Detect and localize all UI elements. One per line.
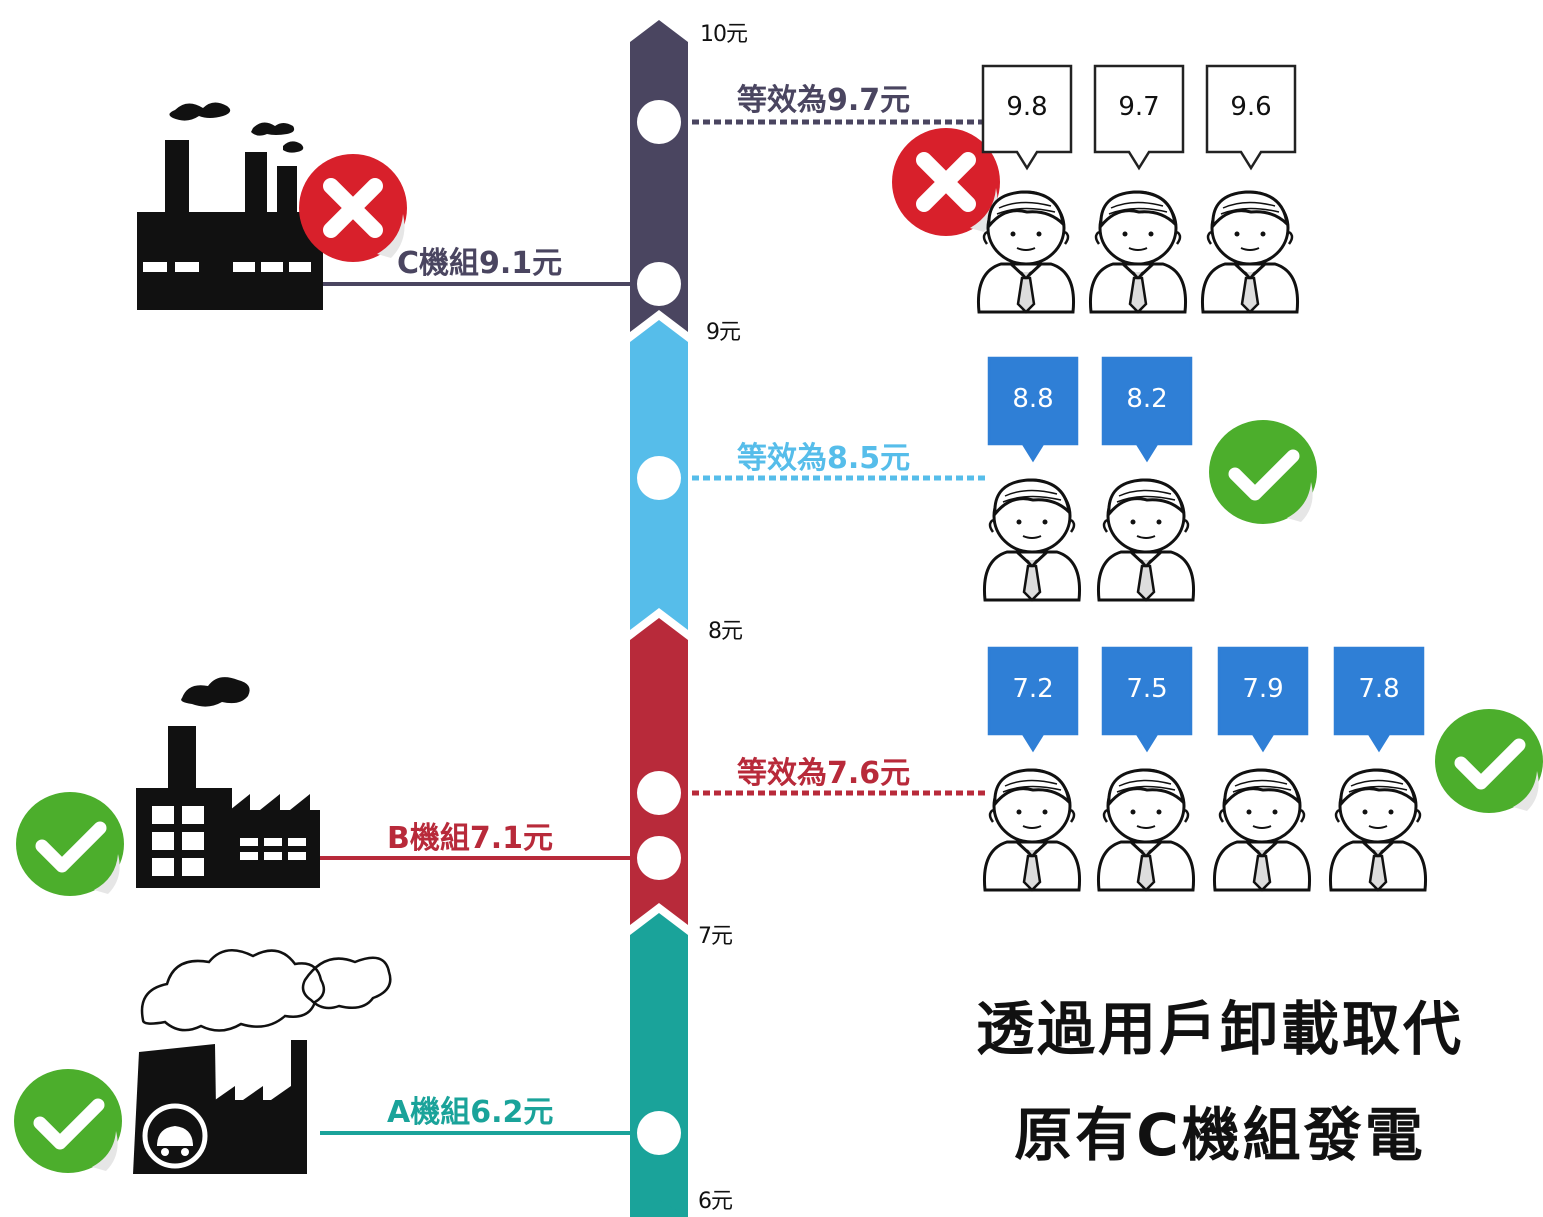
stop-circle (637, 1111, 681, 1155)
eq-mid-label: 等效為8.5元 (737, 441, 911, 476)
bid-value: 7.2 (1012, 674, 1054, 704)
headline-line-2: 原有C機組發電 (1014, 1101, 1426, 1169)
businessman-icon (1091, 760, 1201, 896)
eq-low-label: 等效為7.6元 (737, 756, 911, 791)
factory-icon (137, 102, 323, 310)
bid-bubble: 7.5 (1101, 646, 1193, 754)
businessman-icon (977, 760, 1087, 896)
bid-bubble: 7.8 (1333, 646, 1425, 754)
bid-bubble: 9.7 (1093, 64, 1185, 172)
businessman-icon (1083, 182, 1193, 318)
tick-9: 9元 (706, 320, 741, 345)
eq-top-label: 等效為9.7元 (737, 83, 911, 118)
bid-value: 7.8 (1358, 674, 1400, 704)
businessman-icon (1091, 470, 1201, 606)
bid-value: 8.2 (1126, 384, 1168, 414)
bid-value: 9.7 (1118, 92, 1160, 122)
green-check-sticker-icon (14, 1069, 122, 1173)
tick-6: 6元 (698, 1189, 733, 1214)
headline-line-1: 透過用戶卸載取代 (975, 995, 1464, 1063)
bid-value: 7.5 (1126, 674, 1168, 704)
bid-value: 7.9 (1242, 674, 1284, 704)
businessman-icon (977, 470, 1087, 606)
bid-bubble: 7.2 (987, 646, 1079, 754)
stop-circle (637, 771, 681, 815)
bid-bubble: 9.6 (1205, 64, 1297, 172)
green-check-sticker-icon (16, 792, 124, 896)
bid-value: 8.8 (1012, 384, 1054, 414)
bid-value: 9.6 (1230, 92, 1272, 122)
green-check-sticker-icon (1435, 709, 1543, 813)
stop-circle (637, 836, 681, 880)
bid-bubble: 8.2 (1101, 356, 1193, 464)
businessman-icon (971, 182, 1081, 318)
unit-b-label: B機組7.1元 (387, 821, 554, 856)
red-cross-sticker-icon (892, 128, 1000, 236)
unit-c-label: C機組9.1元 (397, 246, 563, 281)
bid-bubble: 9.8 (981, 64, 1073, 172)
stop-circle (637, 100, 681, 144)
bid-bubble: 8.8 (987, 356, 1079, 464)
bid-value: 9.8 (1006, 92, 1048, 122)
tick-7: 7元 (698, 924, 733, 949)
red-cross-sticker-icon (299, 154, 407, 262)
businessman-icon (1195, 182, 1305, 318)
green-check-sticker-icon (1209, 420, 1317, 524)
businessman-icon (1207, 760, 1317, 896)
tick-8: 8元 (708, 619, 743, 644)
band-6-tip (630, 1200, 688, 1217)
businessman-icon (1323, 760, 1433, 896)
factory-icon (136, 677, 320, 888)
band-9-10 (630, 20, 688, 332)
stop-circle (637, 456, 681, 500)
bid-bubble: 7.9 (1217, 646, 1309, 754)
tick-10: 10元 (700, 22, 748, 47)
stop-circle (637, 262, 681, 306)
factory-icon (133, 949, 392, 1174)
unit-a-label: A機組6.2元 (387, 1095, 554, 1130)
